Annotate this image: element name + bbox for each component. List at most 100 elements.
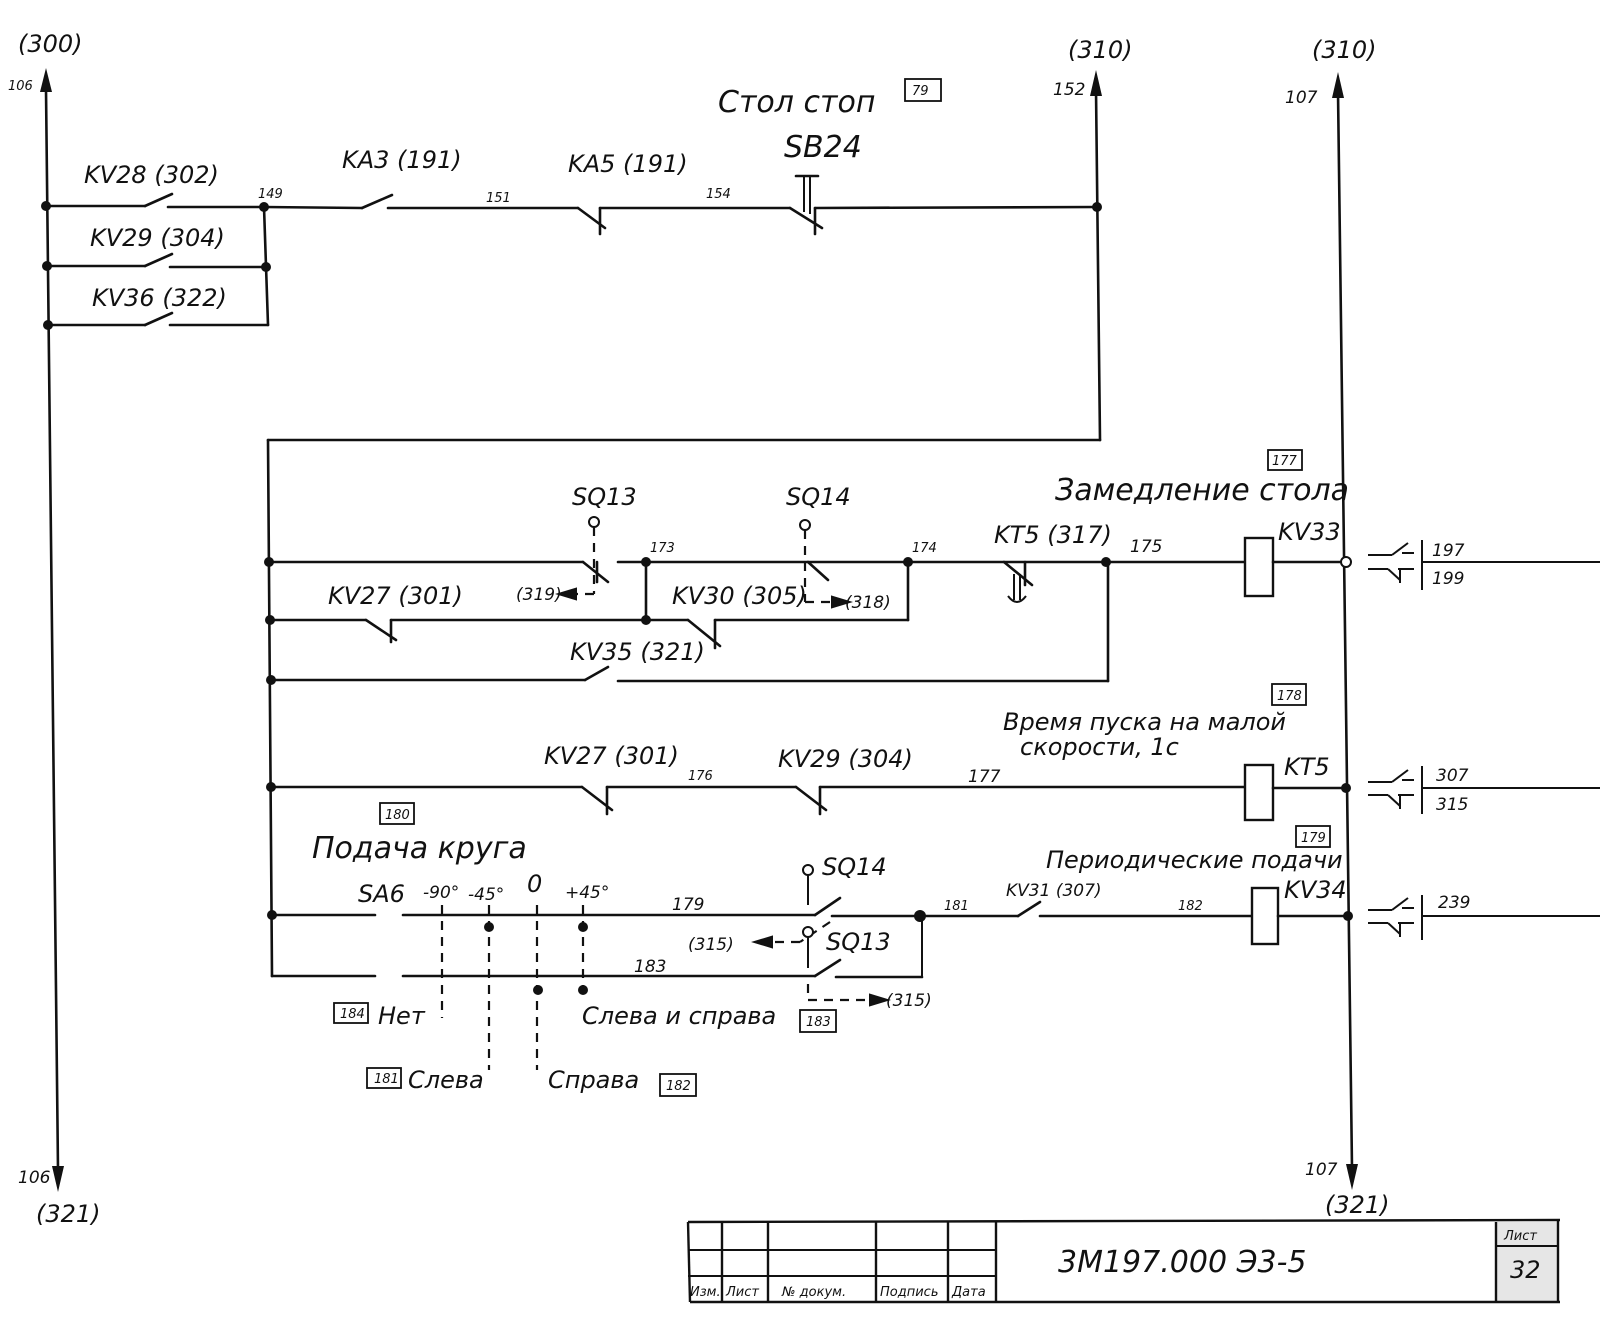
col-docnum: № докум. (781, 1285, 846, 1300)
pos-plus45: +45° (565, 883, 609, 903)
kv30-label: KV30 (305) (672, 582, 807, 610)
sheet-number: 32 (1510, 1256, 1541, 1284)
ref-box (1267, 449, 1303, 471)
ref-box (659, 1073, 697, 1097)
arrow-up-icon (40, 68, 52, 92)
wire-175: 175 (1130, 537, 1162, 557)
mode-both: Слева и справа (582, 1002, 776, 1030)
right-rail (1332, 72, 1358, 1190)
ka3-label: KA3 (191) (342, 146, 462, 174)
out-307: 307 (1436, 766, 1469, 786)
wire-151: 151 (486, 191, 511, 206)
kv36-label: KV36 (322) (92, 284, 227, 312)
sq13-ref: (315) (886, 991, 932, 1011)
col-change: Изм. (690, 1285, 721, 1300)
row2-title-line1: Время пуска на малой (1003, 708, 1286, 736)
col-sheet: Лист (725, 1285, 759, 1300)
sq13-label: SQ13 (572, 483, 637, 511)
row3-title: Подача круга (312, 831, 527, 866)
doc-number: 3М197.000 Э3-5 (1058, 1245, 1307, 1280)
out-239: 239 (1438, 893, 1470, 913)
top-circuit (41, 174, 1102, 978)
kv35-label: KV35 (321) (570, 638, 705, 666)
sb24-label: SB24 (784, 130, 862, 165)
mode-left-ref: 181 (374, 1072, 399, 1087)
wire-174: 174 (912, 541, 937, 556)
sheet-label: Лист (1503, 1229, 1537, 1244)
kv31-label: KV31 (307) (1006, 881, 1102, 901)
mid-top-ref: (310) (1068, 36, 1133, 64)
wire-182: 182 (1178, 899, 1203, 914)
left-rail (40, 68, 64, 1192)
pos-0: 0 (527, 870, 542, 898)
row3-coil-ref: 179 (1301, 831, 1326, 846)
wire-154: 154 (706, 187, 731, 202)
kv34-label: KV34 (1284, 876, 1347, 904)
row3-ref: 180 (385, 808, 410, 823)
kt5-contact-label: KT5 (317) (994, 521, 1112, 549)
ref-box (799, 1009, 837, 1033)
out-199: 199 (1432, 569, 1464, 589)
wire-179: 179 (672, 895, 704, 915)
right-bottom-ref: (321) (1325, 1191, 1390, 1219)
pos-neg45: -45° (468, 885, 504, 905)
kv28-label: KV28 (302) (84, 161, 219, 189)
wire-183: 183 (634, 957, 666, 977)
arrow-down-icon (52, 1166, 64, 1192)
arrow-up-icon (1090, 70, 1102, 96)
sq13-ref: (319) (516, 585, 562, 605)
kv34-coil (1250, 886, 1280, 946)
ref-box (904, 78, 942, 102)
right-top-wire: 107 (1285, 88, 1318, 108)
arrow-up-icon (1332, 72, 1344, 98)
mode-both-ref: 183 (806, 1015, 831, 1030)
mid-top-wire: 152 (1053, 80, 1085, 100)
mode-right-ref: 182 (666, 1079, 691, 1094)
col-date: Дата (951, 1285, 986, 1300)
top-circuit-ref: 79 (912, 84, 929, 99)
left-top-ref: (300) (18, 30, 83, 58)
left-top-wire: 106 (8, 79, 33, 94)
sq13-row3-label: SQ13 (826, 928, 891, 956)
title-block (686, 1218, 1561, 1304)
kv29-label: KV29 (304) (90, 224, 225, 252)
row1-title: Замедление стола (1055, 473, 1349, 508)
row1-circuit (264, 516, 1600, 685)
wire-176: 176 (688, 769, 713, 784)
ref-box (1271, 683, 1307, 706)
kv33-coil (1243, 536, 1275, 598)
kv33-label: KV33 (1278, 518, 1341, 546)
mid-rail (1090, 70, 1102, 442)
sq14-ref: (318) (845, 593, 891, 613)
sq14-label: SQ14 (786, 483, 851, 511)
left-bottom-wire: 106 (18, 1168, 51, 1188)
row2-circuit (266, 763, 1600, 822)
row3-coil-title: Периодические подачи (1046, 846, 1343, 874)
row2-ref: 178 (1277, 689, 1302, 704)
wire-149: 149 (258, 187, 283, 202)
ref-box (366, 1067, 402, 1089)
right-bottom-wire: 107 (1305, 1160, 1338, 1180)
wire-177: 177 (968, 767, 1001, 787)
sa6-label: SA6 (358, 880, 405, 908)
pos-neg90: -90° (423, 883, 459, 903)
kt5-coil-label: KT5 (1284, 753, 1330, 781)
top-circuit-title: Стол стоп (718, 85, 875, 120)
ref-box (1295, 825, 1331, 848)
row1-ref: 177 (1272, 454, 1298, 469)
kv29-row2-label: KV29 (304) (778, 745, 913, 773)
row3-circuit (267, 864, 1600, 1070)
sq14-ref: (315) (688, 935, 734, 955)
mode-right: Справа (548, 1066, 639, 1094)
col-sign: Подпись (880, 1285, 938, 1300)
sq14-row3-label: SQ14 (822, 853, 887, 881)
wire-173: 173 (650, 541, 675, 556)
right-top-ref: (310) (1312, 36, 1377, 64)
mode-left: Слева (408, 1066, 484, 1094)
kv27-row2-label: KV27 (301) (544, 742, 679, 770)
ref-box (379, 802, 415, 825)
out-315: 315 (1436, 795, 1468, 815)
kv27-label: KV27 (301) (328, 582, 463, 610)
left-bottom-ref: (321) (36, 1200, 101, 1228)
